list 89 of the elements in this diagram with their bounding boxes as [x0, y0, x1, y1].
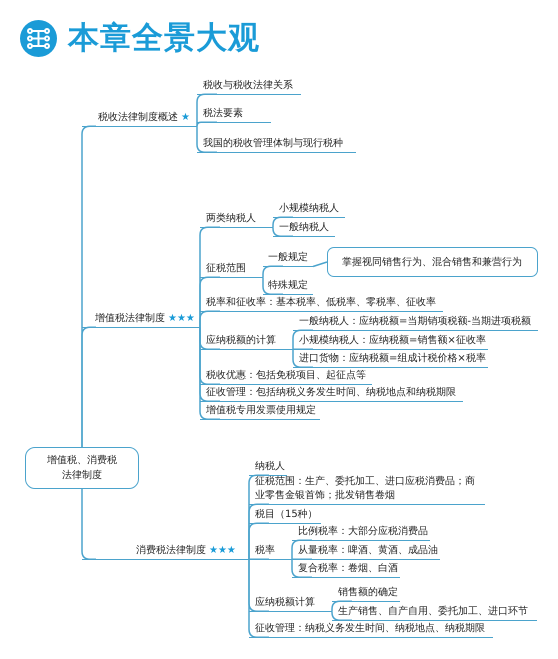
topic-text: 复合税率：卷烟、白酒	[298, 562, 398, 576]
topic-underline	[332, 586, 400, 602]
branch-line	[292, 330, 313, 350]
title: 本章全景大观	[68, 19, 260, 58]
topic-underline	[200, 296, 443, 312]
topic-text: 消费税法律制度	[136, 544, 206, 558]
branch-line	[293, 348, 313, 350]
branch-line	[272, 216, 293, 228]
topic-underline	[292, 525, 430, 541]
branch-line	[196, 122, 217, 127]
topic-text: 掌握视同销售行为、混合销售和兼营行为	[342, 256, 522, 270]
topic-underline	[200, 369, 372, 385]
topic-underline	[293, 315, 538, 331]
topic-text: 税率	[255, 544, 275, 558]
topic-text: 税收法律制度概述	[98, 111, 178, 125]
topic-text: 征税范围：生产、委托加工、进口应税消费品；商业零售金银首饰；批发销售卷烟	[255, 475, 476, 503]
topic-text: 增值税专用发票使用规定	[206, 404, 316, 418]
topic-underline	[200, 404, 320, 420]
branch-line	[291, 540, 312, 560]
topic-text: 一般纳税人	[279, 221, 329, 235]
branch-line	[331, 600, 352, 612]
topic-text: 我国的税收管理体制与现行税种	[203, 137, 343, 151]
topic-text: 进口货物：应纳税额=组成计税价格×税率	[299, 352, 486, 366]
star-rating: ★	[181, 111, 190, 125]
branch-line	[262, 266, 283, 278]
branch-line	[196, 94, 217, 127]
branch-line	[249, 558, 269, 560]
topic-text: 税法要素	[203, 107, 243, 121]
topic-underline	[82, 312, 200, 328]
topic-text: 税收优惠：包括免税项目、起征点等	[206, 369, 366, 383]
branch-line	[262, 276, 283, 295]
branch-line	[312, 261, 328, 268]
branch-line	[331, 610, 352, 621]
topic-underline	[82, 111, 197, 127]
topic-text: 增值税、消费税法律制度	[46, 454, 118, 483]
topic-text: 比例税率：大部分应税消费品	[298, 525, 428, 539]
topic-underline	[200, 386, 463, 402]
topic-underline	[82, 544, 249, 560]
topic-underline	[263, 251, 313, 267]
topic-underline	[273, 202, 345, 218]
topic-underline	[292, 562, 400, 578]
topic-underline	[249, 596, 332, 612]
topic-underline	[249, 622, 493, 638]
topic-text: 生产销售、自产自用、委托加工、进口环节	[338, 605, 528, 619]
topic-underline	[200, 212, 273, 228]
topic-text: 税目（15种）	[255, 508, 318, 522]
branch-line	[248, 558, 269, 638]
branch-line	[81, 489, 96, 560]
star-rating: ★★★	[168, 312, 195, 326]
topic-text: 一般纳税人：应纳税额=当期销项税额-当期进项税额	[299, 315, 531, 329]
topic-text: 小规模纳税人	[279, 202, 339, 216]
branch-line	[81, 326, 96, 447]
topic-underline	[273, 221, 335, 237]
topic-text: 一般规定	[268, 251, 308, 265]
branch-line	[199, 326, 220, 420]
topic-underline	[197, 79, 301, 95]
topic-text: 小规模纳税人：应纳税额=销售额×征收率	[299, 334, 486, 348]
topic-text: 征收管理：纳税义务发生时间、纳税地点、纳税期限	[255, 622, 485, 636]
topic-text: 税率和征收率：基本税率、低税率、零税率、征收率	[206, 296, 436, 310]
topic-underline	[197, 107, 271, 123]
topic-text: 两类纳税人	[206, 212, 256, 226]
topic-text: 应纳税额计算	[255, 596, 315, 610]
root-topic-box	[25, 447, 139, 489]
branch-line	[196, 126, 217, 153]
branch-line	[291, 558, 312, 578]
branch-line	[199, 310, 220, 328]
topic-underline	[249, 460, 287, 476]
topic-underline	[263, 279, 313, 295]
topic-underline	[332, 605, 537, 621]
branch-line	[292, 348, 313, 368]
topic-text: 应纳税额的计算	[206, 334, 276, 348]
topic-underline	[293, 352, 488, 368]
topic-text: 征税范围	[206, 262, 246, 276]
topic-underline	[249, 508, 321, 524]
branch-line	[248, 522, 269, 560]
topic-text: 纳税人	[255, 460, 285, 474]
topic-text: 增值税法律制度	[95, 312, 165, 326]
topic-underline	[200, 262, 263, 278]
topic-text: 税收与税收法律关系	[203, 79, 293, 93]
branch-line	[272, 226, 293, 237]
note-box	[327, 247, 538, 277]
star-rating: ★★★	[209, 544, 236, 558]
topic-text: 征收管理：包括纳税义务发生时间、纳税地点和纳税期限	[206, 386, 456, 400]
branch-line	[292, 558, 312, 560]
topic-underline	[200, 334, 293, 350]
topic-text: 销售额的确定	[338, 586, 398, 600]
topic-text: 从量税率：啤酒、黄酒、成品油	[298, 544, 438, 558]
topic-underline	[197, 137, 356, 153]
topic-text: 特殊规定	[268, 279, 308, 293]
